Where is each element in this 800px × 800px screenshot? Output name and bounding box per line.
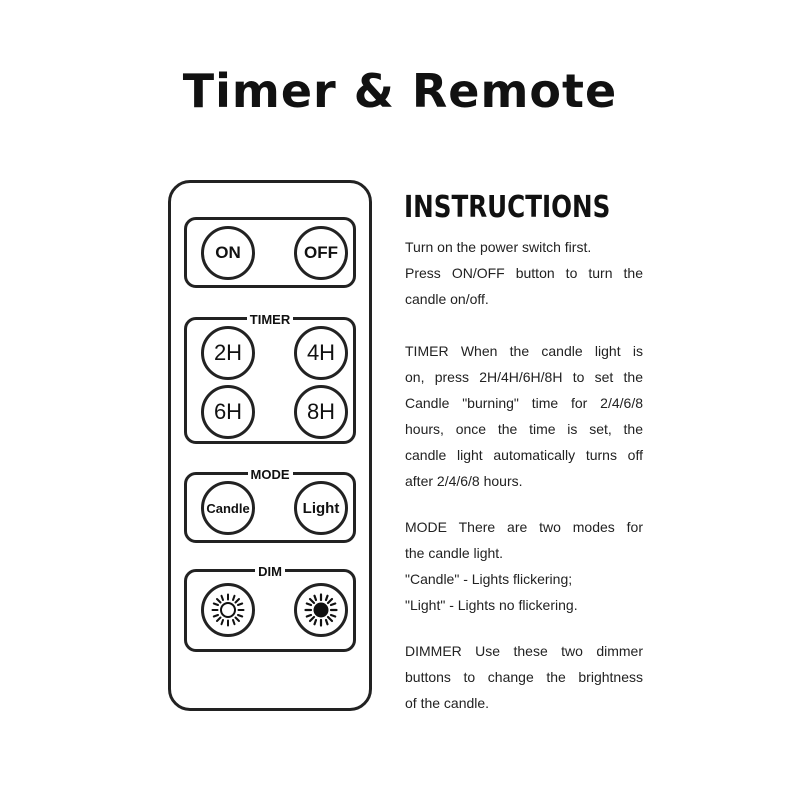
timer-instructions: TIMER When the candle light is on, press… [405,338,643,494]
sun-outline-icon [211,593,245,627]
on-button[interactable]: ON [201,226,255,280]
instruction-line: of the candle. [405,695,490,711]
instruction-line: the candle light. [405,545,504,561]
instruction-line: Candle "burning" time for 2/4/6/8 [405,395,643,411]
instruction-line: TIMER When the candle light is [405,343,643,359]
instruction-line: hours, once the time is set, the [405,421,643,437]
mode-group: MODE Candle Light [184,467,356,543]
dim-down-button[interactable] [201,583,255,637]
instruction-line: on, press 2H/4H/6H/8H to set the [405,369,643,385]
sun-filled-icon [304,593,338,627]
instruction-line: Turn on the power switch first. [405,239,592,255]
candle-mode-button[interactable]: Candle [201,481,255,535]
instruction-line: MODE There are two modes for [405,519,643,535]
page-title: Timer & Remote [182,64,618,118]
timer-4h-button[interactable]: 4H [294,326,348,380]
dim-up-button[interactable] [294,583,348,637]
off-button[interactable]: OFF [294,226,348,280]
instruction-line: "Candle" - Lights flickering; [405,571,573,587]
instruction-line: Press ON/OFF button to turn the [405,265,643,281]
dimmer-instructions: DIMMER Use these two dimmer buttons to c… [405,638,643,716]
instruction-line: after 2/4/6/8 hours. [405,473,523,489]
mode-group-label: MODE [247,467,293,482]
timer-6h-button[interactable]: 6H [201,385,255,439]
mode-instructions: MODE There are two modes for the candle … [405,514,643,618]
instruction-line: DIMMER Use these two dimmer [405,643,643,659]
instruction-line: candle on/off. [405,291,489,307]
instruction-line: buttons to change the brightness [405,669,643,685]
timer-group: TIMER 2H 4H 6H 8H [184,312,356,444]
timer-group-label: TIMER [246,312,294,327]
remote-control: ON OFF TIMER 2H 4H 6H 8H MODE Candle Lig… [168,180,372,711]
power-group: ON OFF [184,217,356,288]
light-mode-button[interactable]: Light [294,481,348,535]
instruction-line: candle light automatically turns off [405,447,643,463]
power-instructions: Turn on the power switch first. Press ON… [405,234,643,312]
timer-8h-button[interactable]: 8H [294,385,348,439]
dim-group-label: DIM [255,564,285,579]
dim-group: DIM [184,564,356,652]
timer-2h-button[interactable]: 2H [201,326,255,380]
instructions-heading: INSTRUCTIONS [404,190,611,225]
instruction-line: "Light" - Lights no flickering. [405,597,578,613]
